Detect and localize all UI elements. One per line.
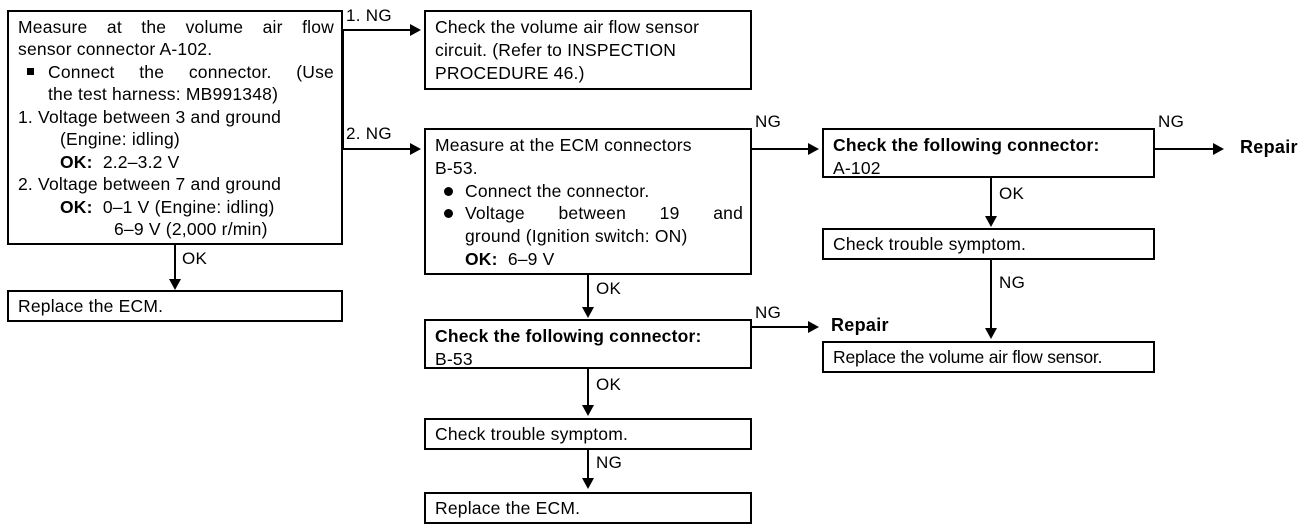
node-line-ok: OK: 0–1 V (Engine: idling) (18, 196, 334, 218)
node-line: Connect the connector. (465, 180, 650, 201)
edge-arrowhead-ok-ecm (582, 307, 594, 318)
node-line: circuit. (Refer to INSPECTION (435, 40, 677, 61)
edge-label-ng-trouble-mid: NG (596, 453, 623, 472)
ok-value: 2.2–3.2 V (102, 151, 180, 172)
ok-value: 0–1 V (Engine: idling) (102, 196, 275, 217)
node-measure-volume-air-flow-sensor: Measure at the volume air flow sensor co… (7, 10, 343, 245)
edge-line-ok-b53-vertical (587, 369, 589, 407)
node-line: sensor connector A-102. (18, 39, 213, 60)
node-bullet-row: Voltage between 19 and ground (Ignition … (435, 202, 743, 270)
edge-label-ok-a102: OK (999, 184, 1025, 203)
node-check-trouble-symptom-right: Check trouble symptom. (822, 228, 1155, 260)
edge-line-ok-left-vertical (174, 245, 176, 281)
node-line-ok-second: 6–9 V (2,000 r/min) (114, 219, 268, 240)
edge-line-ok-ecm-vertical (587, 275, 589, 309)
node-line: PROCEDURE 46.) (435, 63, 585, 84)
node-line: B-53 (435, 349, 473, 370)
node-check-connector-b53: Check the following connector: B-53 (424, 319, 752, 369)
node-line: ground (Ignition switch: ON) (465, 226, 688, 246)
node-line: 1. Voltage between 3 and ground (18, 106, 282, 127)
edge-arrowhead-ok-a102 (985, 216, 997, 227)
edge-line-ng1-vertical (342, 29, 344, 149)
edge-line-ng-ecm-horizontal (752, 148, 810, 150)
ok-label: OK: (465, 248, 498, 269)
square-bullet-icon (18, 61, 48, 106)
edge-line-ng-trouble-mid-vertical (587, 450, 589, 480)
node-check-connector-a102: Check the following connector: A-102 (822, 128, 1155, 178)
edge-label-ok-left: OK (182, 249, 208, 268)
node-check-volume-air-flow-circuit: Check the volume air flow sensor circuit… (424, 10, 752, 90)
node-line: Replace the ECM. (435, 498, 581, 518)
ok-label: OK: (60, 196, 93, 217)
edge-arrowhead-ng-trouble-right (985, 328, 997, 339)
edge-arrowhead-ng1 (410, 24, 421, 36)
node-replace-ecm-left: Replace the ECM. (7, 290, 343, 322)
edge-arrowhead-ng2 (410, 143, 421, 155)
edge-arrowhead-ng-trouble-mid (582, 478, 594, 489)
edge-line-ok-a102-vertical (990, 178, 992, 218)
node-replace-ecm-mid: Replace the ECM. (424, 492, 752, 524)
node-line-ok: OK: 6–9 V (465, 248, 743, 271)
edge-label-ng-b53: NG (755, 303, 782, 322)
edge-line-ng2-horizontal (342, 148, 412, 150)
edge-arrowhead-ng-a102 (1213, 143, 1224, 155)
edge-label-ng-trouble-right: NG (999, 273, 1026, 292)
edge-arrowhead-ng-b53 (808, 321, 819, 333)
node-replace-volume-air-flow-sensor: Replace the volume air flow sensor. (822, 341, 1155, 373)
edge-label-ok-ecm: OK (596, 279, 622, 298)
edge-arrowhead-ok-left (169, 279, 181, 290)
node-line: Measure at the ECM connectors (435, 135, 692, 155)
edge-label-ng-ecm: NG (755, 112, 782, 131)
round-bullet-icon (435, 180, 465, 203)
node-line: Check the following connector: (833, 135, 1100, 155)
node-line: (Engine: idling) (60, 129, 180, 150)
node-line: Check the following connector: (435, 326, 702, 346)
edge-label-ok-b53: OK (596, 375, 622, 394)
ok-label: OK: (60, 151, 93, 172)
node-check-trouble-symptom-mid: Check trouble symptom. (424, 418, 752, 450)
node-line: 2. Voltage between 7 and ground (18, 174, 282, 195)
node-line: B-53. (435, 157, 478, 178)
node-line-ok: OK: 2.2–3.2 V (18, 151, 334, 173)
node-repair-top: Repair (1240, 137, 1298, 157)
node-line: A-102 (833, 158, 881, 179)
edge-label-ng-a102: NG (1158, 112, 1185, 131)
edge-arrowhead-ng-ecm (808, 143, 819, 155)
node-line: the test harness: MB991348) (48, 84, 279, 105)
node-repair-mid: Repair (831, 315, 889, 335)
edge-line-ng-a102-horizontal (1155, 148, 1215, 150)
edge-line-ng-b53-horizontal (752, 326, 810, 328)
node-line: Replace the ECM. (18, 296, 164, 316)
node-line: Check trouble symptom. (833, 234, 1027, 254)
node-line: Check the volume air flow sensor (435, 17, 700, 37)
edge-label-ng2: 2. NG (346, 124, 392, 143)
node-line: Voltage between 19 and (465, 203, 743, 224)
node-line: Measure at the volume air flow (18, 17, 334, 37)
edge-line-ng1-horizontal (342, 29, 412, 31)
edge-arrowhead-ok-b53 (582, 405, 594, 416)
round-bullet-icon (435, 202, 465, 270)
node-line: Connect the connector. (Use (48, 61, 334, 82)
edge-label-ng1: 1. NG (346, 6, 392, 25)
edge-line-ng-trouble-right-vertical (990, 260, 992, 330)
node-line: Replace the volume air flow sensor. (833, 347, 1103, 367)
ok-value: 6–9 V (507, 248, 555, 269)
node-bullet-row: Connect the connector. (435, 180, 743, 203)
node-measure-ecm-connectors: Measure at the ECM connectors B-53. Conn… (424, 128, 752, 275)
node-line: Check trouble symptom. (435, 424, 629, 444)
node-bullet-row: Connect the connector. (Use the test har… (18, 61, 334, 106)
